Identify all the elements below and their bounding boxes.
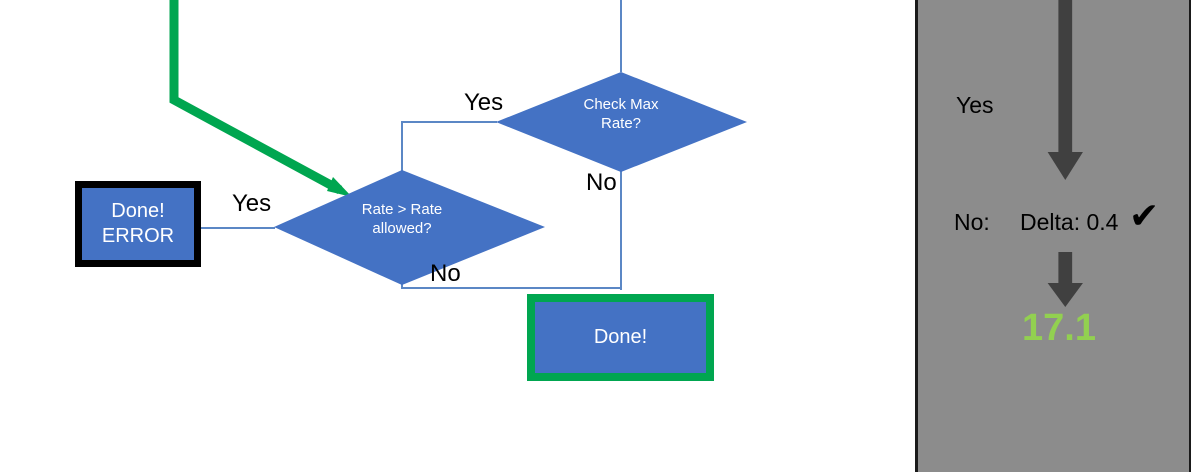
- edge-label-check-max-yes: Yes: [464, 89, 504, 116]
- node-done-ok-box[interactable]: Done!: [527, 294, 714, 381]
- panel-arrow-layer: [1047, 0, 1083, 307]
- edge-label-check-max-no: No: [586, 169, 617, 196]
- highlight-path-green: [169, 0, 343, 194]
- node-done-error-label-line2: ERROR: [101, 225, 175, 247]
- node-rate-gt-allowed-shape[interactable]: [274, 170, 545, 285]
- evaluation-panel: Yes No: Delta: 0.4 ✔ 17.1: [915, 0, 1191, 472]
- connector-check-max-yes: [401, 121, 497, 171]
- edge-label-rate-no: No: [430, 260, 461, 287]
- panel-delta-value: Delta: 0.4: [1020, 209, 1119, 235]
- node-done-ok-label: Done!: [593, 326, 648, 348]
- highlight-path-arrowhead: [327, 177, 352, 197]
- node-check-max-rate-shape[interactable]: [496, 72, 747, 172]
- node-done-error-box[interactable]: Done! ERROR: [75, 181, 201, 267]
- check-icon: ✔: [1129, 195, 1160, 236]
- edge-label-rate-yes: Yes: [232, 190, 272, 217]
- panel-branch-taken-label: Yes: [956, 92, 994, 118]
- panel-branch-other-label: No:: [954, 209, 990, 235]
- down-arrow-icon-long: [1047, 0, 1083, 180]
- down-arrow-icon-short: [1047, 252, 1083, 307]
- node-done-error-label: Done! ERROR: [102, 199, 174, 249]
- panel-result-value: 17.1: [1022, 307, 1096, 349]
- node-done-error-label-line1: Done!: [111, 200, 165, 222]
